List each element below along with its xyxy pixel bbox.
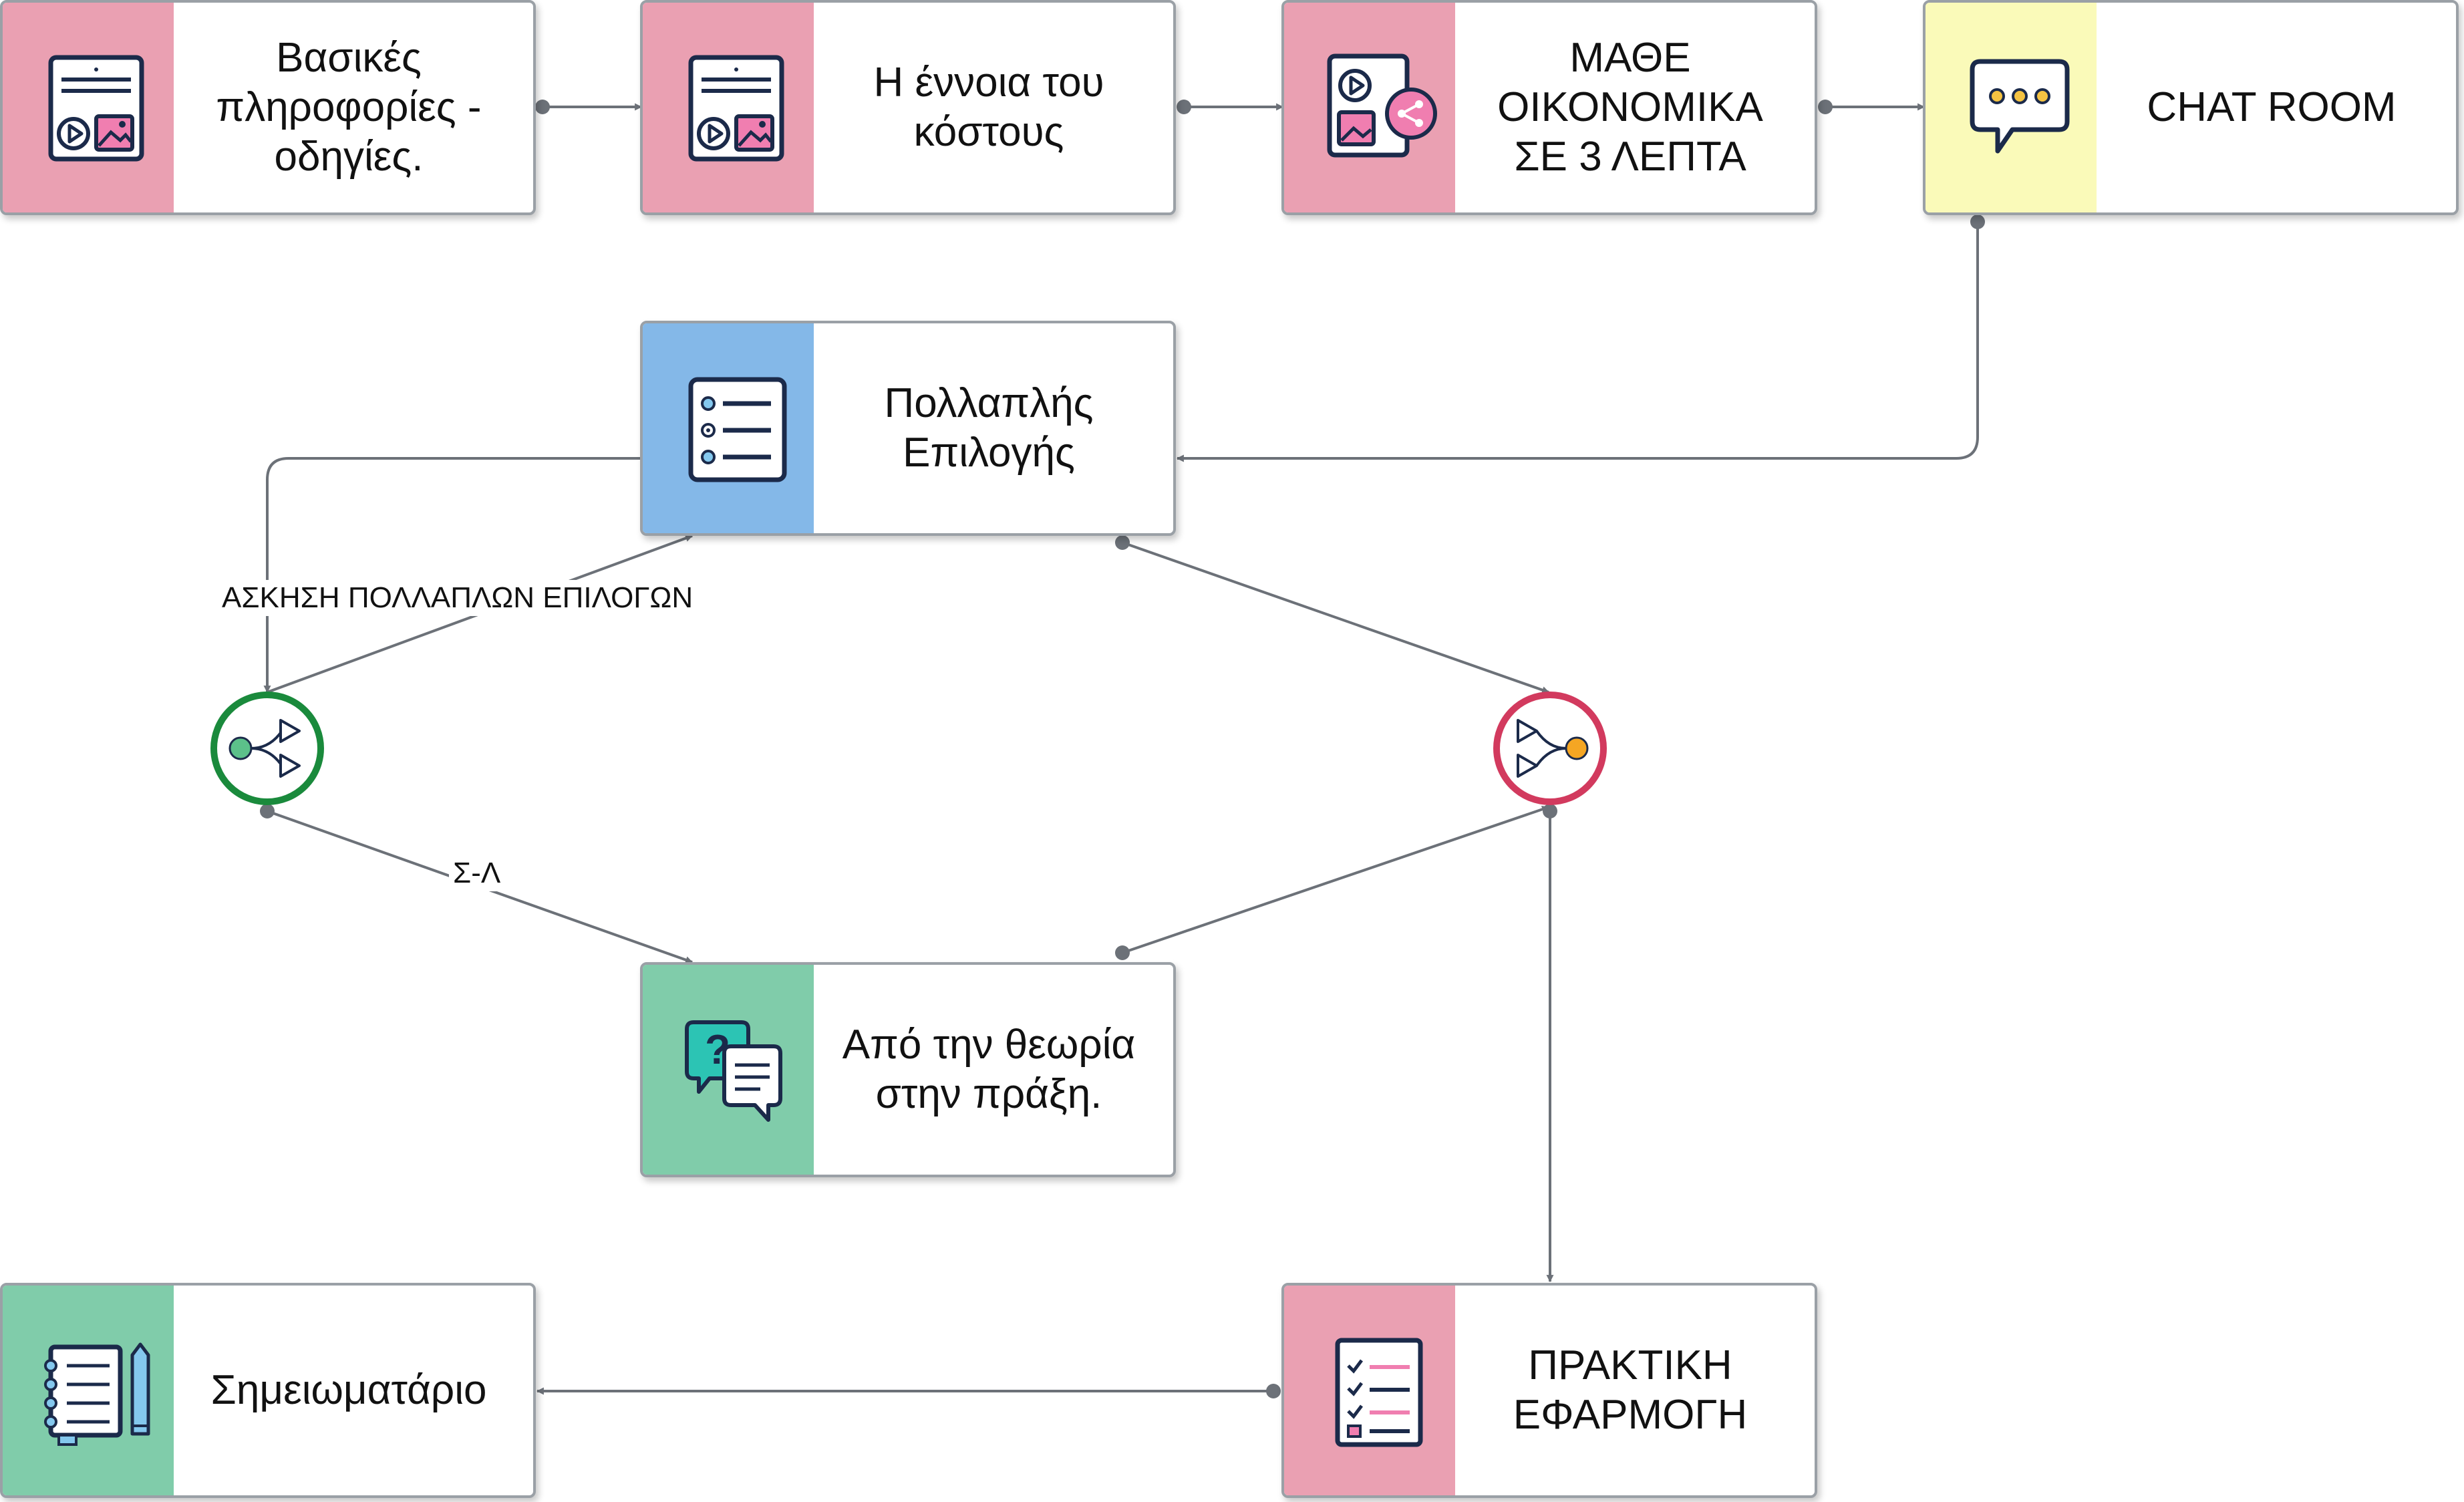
node-icon-band [643,3,814,212]
branch-merge-icon [1517,719,1589,778]
node-label: Πολλαπλής Επιλογής [884,380,1094,476]
node-multiple-choice[interactable]: Πολλαπλής Επιλογής [640,321,1176,536]
node-label: ΜΑΘΕ ΟΙΚΟΝΟΜΙΚΑ ΣΕ 3 ΛΕΠΤΑ [1497,35,1763,180]
edge-multiple-choice-to-merge [1122,541,1550,694]
node-basic-info[interactable]: Βασικές πληροφορίες - οδηγίες. [0,0,536,215]
checklist-icon [1335,1338,1423,1447]
node-label: Από την θεωρία στην πράξη. [842,1022,1136,1117]
node-chat-room[interactable]: CHAT ROOM [1923,0,2459,215]
node-icon-band [1284,1286,1455,1495]
edge-connector-dot [1266,1384,1281,1398]
node-label: Βασικές πληροφορίες - οδηγίες. [216,35,482,180]
edge-label-multiple-choice-exercise: ΑΣΚΗΣΗ ΠΟΛΛΑΠΛΩΝ ΕΠΙΛΟΓΩΝ [218,580,698,616]
merge-gateway[interactable] [1490,688,1610,808]
node-icon-band [643,323,814,533]
node-practical-application[interactable]: ΠΡΑΚΤΙΚΗ ΕΦΑΡΜΟΓΗ [1281,1283,1817,1498]
node-economics-3min[interactable]: ΜΑΘΕ ΟΙΚΟΝΟΜΙΚΑ ΣΕ 3 ΛΕΠΤΑ [1281,0,1817,215]
node-icon-band [3,1286,174,1495]
edge-connector-dot [1115,945,1130,960]
chat-bubble-icon [1970,59,2070,154]
node-label: Σημειωματάριο [210,1367,487,1413]
video-image-page-icon [688,55,784,162]
list-options-icon [688,377,787,482]
question-chat-icon: ? [685,1020,782,1122]
edge-connector-dot [1115,535,1130,550]
split-gateway[interactable] [207,688,327,808]
node-theory-to-practice[interactable]: ? Από την θεωρία στην πράξη. [640,962,1176,1177]
node-icon-band [1284,3,1455,212]
edge-connector-dot [1970,214,1985,229]
node-icon-band [3,3,174,212]
node-cost-concept[interactable]: Η έννοια του κόστους [640,0,1176,215]
node-icon-band [1926,3,2097,212]
edge-connector-dot [535,100,550,114]
edge-connector-dot [260,804,275,818]
video-image-page-icon [48,55,144,162]
edge-chat-to-multiple-choice [1176,222,1979,462]
edge-connector-dot [1818,100,1833,114]
edge-multiple-choice-to-split [263,457,640,694]
node-label: CHAT ROOM [2147,84,2397,130]
shared-media-icon [1327,53,1437,158]
node-label: ΠΡΑΚΤΙΚΗ ΕΦΑΡΜΟΓΗ [1513,1342,1748,1438]
node-icon-band: ? [643,965,814,1175]
node-label: Η έννοια του κόστους [873,59,1104,155]
edge-label-true-false: Σ-Λ [449,855,505,891]
node-notebook[interactable]: Σημειωματάριο [0,1283,536,1498]
notebook-pencil-icon [44,1342,150,1446]
edge-theory-to-merge [1122,805,1550,954]
edge-connector-dot [1177,100,1191,114]
edge-connector-dot [1543,804,1557,818]
branch-split-icon [228,719,301,778]
